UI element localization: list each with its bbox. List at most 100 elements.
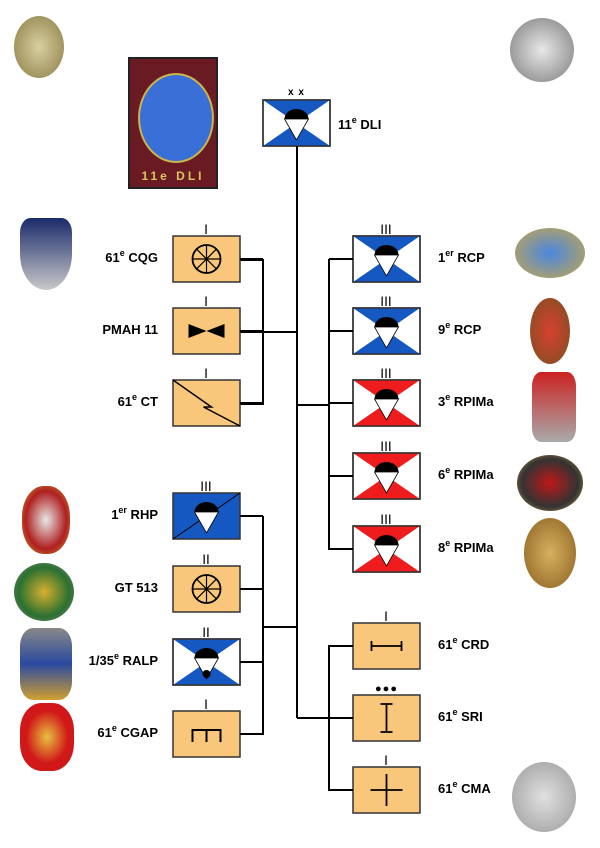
unit-number: GT 513 — [114, 580, 158, 595]
insignia-badge — [510, 18, 574, 82]
echelon-marker: ||| — [380, 514, 393, 525]
unit-label: 9e RCP — [438, 320, 481, 337]
unit-ordinal: er — [118, 505, 127, 515]
insignia-badge — [532, 372, 576, 442]
unit-abbrev: SRI — [457, 709, 483, 724]
insignia-badge — [517, 455, 583, 511]
unit-abbrev: DLI — [356, 117, 382, 132]
parachute-shroud-icon — [193, 511, 220, 534]
unit-number: 6 — [438, 467, 446, 482]
bowtie-icon — [188, 324, 225, 338]
unit-abbrev: CT — [137, 394, 158, 409]
insignia-badge — [20, 703, 74, 771]
unit-label: 1/35e RALP — [18, 651, 158, 668]
echelon-marker: | — [204, 296, 209, 307]
unit-abbrev: CRD — [457, 637, 490, 652]
unit-number: 9 — [438, 322, 446, 337]
artillery-dot-icon — [202, 670, 211, 678]
wheel-spoke — [196, 578, 217, 600]
echelon-marker: | — [204, 224, 209, 235]
unit-symbol — [172, 710, 241, 758]
unit-number: 61 — [438, 637, 453, 652]
unit-label: 61e CMA — [438, 779, 491, 796]
wheel-spoke — [196, 248, 217, 270]
unit-ordinal: e — [113, 651, 119, 661]
echelon-marker: | — [204, 368, 209, 379]
insignia-badge — [22, 486, 70, 554]
echelon-marker: ||| — [200, 481, 213, 492]
unit-number: 11 — [338, 117, 352, 132]
insignia-badge — [512, 762, 576, 832]
unit-symbol-division — [262, 99, 331, 147]
unit-ordinal: e — [111, 723, 117, 733]
unit-number: 61 — [438, 781, 453, 796]
unit-number: 61 — [97, 725, 112, 740]
unit-ordinal: e — [132, 392, 138, 402]
unit-ordinal: e — [445, 465, 451, 475]
unit-abbrev: CGAP — [116, 725, 158, 740]
unit-abbrev: CMA — [457, 781, 491, 796]
echelon-marker: | — [384, 611, 389, 622]
unit-label: 1er RHP — [18, 505, 158, 522]
unit-number: 61 — [105, 250, 120, 265]
insignia-badge — [14, 16, 64, 78]
unit-ordinal: e — [452, 707, 458, 717]
unit-abbrev: RHP — [126, 507, 158, 522]
unit-label: 1er RCP — [438, 248, 485, 265]
echelon-marker: | — [384, 755, 389, 766]
insignia-badge — [14, 563, 74, 621]
echelon-marker: x x — [288, 87, 305, 98]
repair-icon — [370, 641, 403, 651]
unit-number: 3 — [438, 394, 446, 409]
unit-symbol — [172, 379, 241, 427]
unit-label: 61e CQG — [18, 248, 158, 265]
unit-symbol — [352, 766, 421, 814]
unit-ordinal: er — [445, 248, 454, 258]
insignia-badge — [20, 218, 72, 290]
unit-label: 61e SRI — [438, 707, 483, 724]
intel-icon — [380, 703, 393, 733]
echelon-marker: ||| — [380, 224, 393, 235]
unit-label: 61e CGAP — [18, 723, 158, 740]
unit-ordinal: e — [119, 248, 125, 258]
echelon-marker: ||| — [380, 368, 393, 379]
unit-symbol — [352, 307, 421, 355]
echelon-marker: || — [202, 554, 211, 565]
patch-text: 11e DLI — [141, 169, 205, 183]
unit-ordinal: e — [445, 320, 451, 330]
unit-symbol — [352, 622, 421, 670]
parachute-canopy-icon — [194, 648, 219, 658]
unit-symbol — [172, 565, 241, 613]
unit-abbrev: RALP — [119, 653, 158, 668]
engineer-icon — [191, 729, 222, 742]
echelon-marker: ●●● — [375, 683, 398, 695]
unit-number: PMAH 11 — [102, 322, 158, 337]
unit-ordinal: e — [351, 115, 357, 125]
parachute-canopy-icon — [194, 502, 219, 512]
parachute-canopy-icon — [374, 245, 399, 255]
unit-abbrev: RPIMa — [450, 540, 494, 555]
unit-label: PMAH 11 — [18, 322, 158, 337]
unit-abbrev: CQG — [124, 250, 158, 265]
unit-label: 8e RPIMa — [438, 538, 494, 555]
unit-symbol — [352, 525, 421, 573]
parachute-canopy-icon — [374, 317, 399, 327]
unit-label: 3e RPIMa — [438, 392, 494, 409]
insignia-badge — [515, 228, 585, 278]
unit-symbol — [172, 307, 241, 355]
echelon-marker: || — [202, 627, 211, 638]
parachute-canopy-icon — [374, 462, 399, 472]
unit-symbol — [352, 379, 421, 427]
unit-number: 1 — [111, 507, 119, 522]
parachute-shroud-icon — [373, 326, 400, 349]
unit-symbol — [172, 638, 241, 686]
parachute-canopy-icon — [284, 109, 309, 119]
parachute-shroud-icon — [373, 254, 400, 277]
unit-label: 61e CT — [18, 392, 158, 409]
parachute-shroud-icon — [193, 657, 220, 680]
unit-label: GT 513 — [18, 580, 158, 595]
echelon-marker: ||| — [380, 441, 393, 452]
unit-symbol — [352, 452, 421, 500]
parachute-canopy-icon — [374, 535, 399, 545]
